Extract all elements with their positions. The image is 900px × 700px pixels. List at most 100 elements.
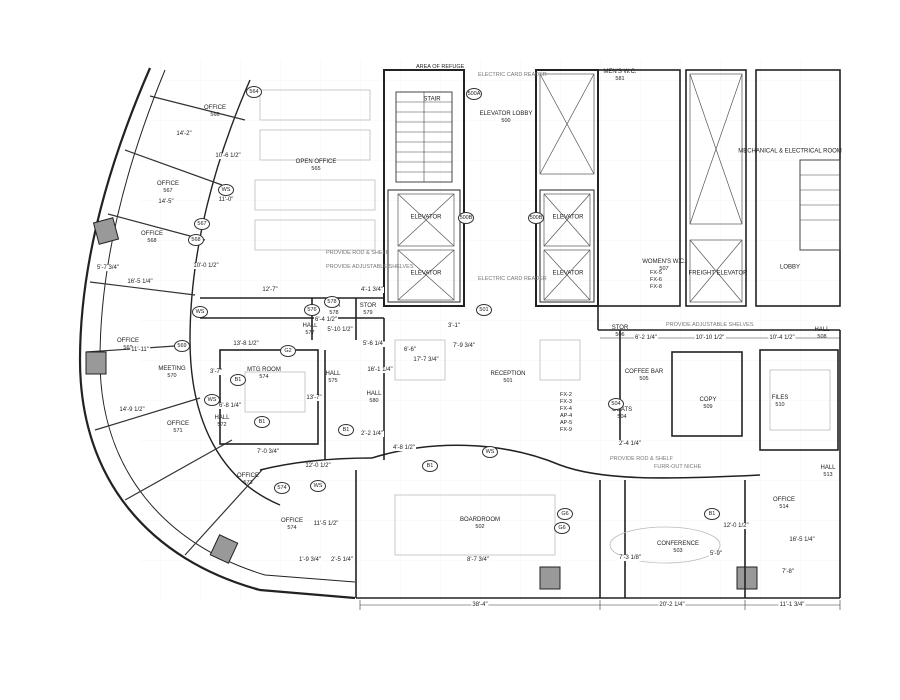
workstation-tag: WS [310,480,326,492]
dimension-text: 20'-2 1/4" [658,602,686,608]
dimension-text: 11'-0" [217,197,235,203]
door-tag: 567 [194,218,210,230]
dimension-text: 12'-7" [261,287,279,293]
workstation-tag: WS [192,306,208,318]
dimension-text: 7'-0 3/4" [256,449,280,455]
elevator-label: ELEVATOR [410,214,442,221]
note-adjustable-shelves: PROVIDE ADJUSTABLE SHELVES [326,264,414,270]
elevator-label: ELEVATOR [552,270,584,277]
door-tag: 504 [608,398,624,410]
room-label-stair: STAIR [423,96,441,103]
finish-tag: B1 [338,424,354,436]
dimension-text: 2'-2 1/4" [360,431,384,437]
finish-tag: B1 [422,460,438,472]
door-tag: 500B [528,212,544,224]
room-label-womens-wc-507: WOMEN'S W.C.507 [642,259,686,272]
dimension-text: 11'-1 3/4" [778,602,806,608]
finish-tag: G6 [554,522,570,534]
dimension-text: 38'-4" [471,602,489,608]
note-furr-out-niche: FURR-OUT NICHE [654,464,702,470]
workstation-tag: WS [482,446,498,458]
note-area-of-refuge: AREA OF REFUGE [416,64,465,70]
dimension-text: 6'-4 1/2" [314,317,338,323]
room-label-mens-wc-581: MEN'S W.C.581 [603,69,637,82]
finish-tag: B1 [704,508,720,520]
note-rod-shelf: PROVIDE ROD & SHELF [610,456,673,462]
dimension-text: 4'-8 1/2" [392,445,416,451]
workstation-tag: WS [218,184,234,196]
dimension-text: 17'-7 3/4" [412,357,440,363]
dimension-text: 6'-2 1/4" [634,335,658,341]
dimension-text: 3'-7" [209,369,223,375]
door-tag: 578 [324,296,340,308]
finish-tag: G2 [280,345,296,357]
dimension-text: 5'-7 3/4" [96,265,120,271]
dimension-text: 11'-11" [130,347,150,353]
dimension-text: 4'-1 3/4" [360,287,384,293]
dimension-text: 10'-4 1/2" [768,335,796,341]
dimension-text: 8'-7 3/4" [466,557,490,563]
dimension-text: 5'-10 1/2" [326,327,354,333]
dimension-text: 1'-9 3/4" [298,557,322,563]
dimension-text: 2'-5 1/4" [330,557,354,563]
door-tag: 569 [174,340,190,352]
dimension-text: 6'-8 1/4" [218,403,242,409]
note-adjustable-shelves: PROVIDE ADJUSTABLE SHELVES [666,322,754,328]
dimension-text: 13'-7" [305,395,323,401]
dimension-text: 16'-1 1/4" [366,367,394,373]
dimension-text: 16'-5 1/4" [126,279,154,285]
dimension-text: 10'-6 1/2" [214,153,242,159]
door-tag: 574 [274,482,290,494]
dimension-text: 5'-9" [709,551,723,557]
dimension-text: 7'-9 3/4" [452,343,476,349]
dimension-text: 5'-6 1/4" [362,341,386,347]
elevator-label: ELEVATOR [410,270,442,277]
room-label-lobby: LOBBY [779,264,801,271]
finish-tag: B1 [254,416,270,428]
structural-columns [85,217,758,590]
door-tag: 568 [188,234,204,246]
door-tag: 500B [458,212,474,224]
note-card-reader: ELECTRIC CARD READER [478,72,547,78]
finish-tag: G6 [557,508,573,520]
room-label-mechanical-electrical: MECHANICAL & ELECTRICAL ROOM [738,148,842,155]
workstation-tag: WS [204,394,220,406]
elevator-shafts [397,73,743,303]
dimension-text: 14'-9 1/2" [118,407,146,413]
dimension-text: 16'-5 1/4" [788,537,816,543]
dimension-text: 7'-8" [781,569,795,575]
door-tag: 576 [304,304,320,316]
dimension-text: 2'-4 1/4" [618,441,642,447]
finish-tag: B1 [230,374,246,386]
dimension-text: 14'-2" [175,131,193,137]
dimension-text: 10'-0 1/2" [192,263,220,269]
fixture-schedule-b: FX-5 FX-6 FX-8 [650,270,662,290]
note-rod-shelf: PROVIDE ROD & SHELF [326,250,389,256]
door-tag: 564 [246,86,262,98]
